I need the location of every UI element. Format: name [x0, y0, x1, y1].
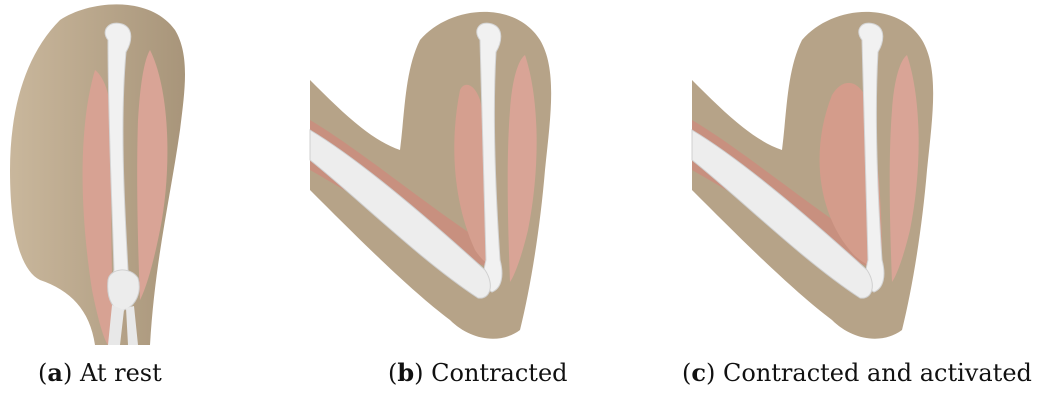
arm-contracted-illustration [300, 0, 560, 345]
panel-c-figure [682, 0, 942, 345]
caption-panel-a: (a) At rest [38, 358, 162, 387]
panel-a-figure [0, 0, 200, 345]
arm-at-rest-illustration [0, 0, 200, 345]
panel-label: b [397, 358, 414, 387]
caption-text: Contracted [431, 359, 567, 387]
caption-text: At rest [80, 359, 162, 387]
panel-label: a [47, 358, 63, 387]
arm-contracted-activated-illustration [682, 0, 942, 345]
caption-panel-b: (b) Contracted [388, 358, 568, 387]
panel-label: c [691, 358, 706, 387]
caption-panel-c: (c) Contracted and activated [682, 358, 1032, 387]
caption-text: Contracted and activated [723, 359, 1032, 387]
panel-b-figure [300, 0, 560, 345]
